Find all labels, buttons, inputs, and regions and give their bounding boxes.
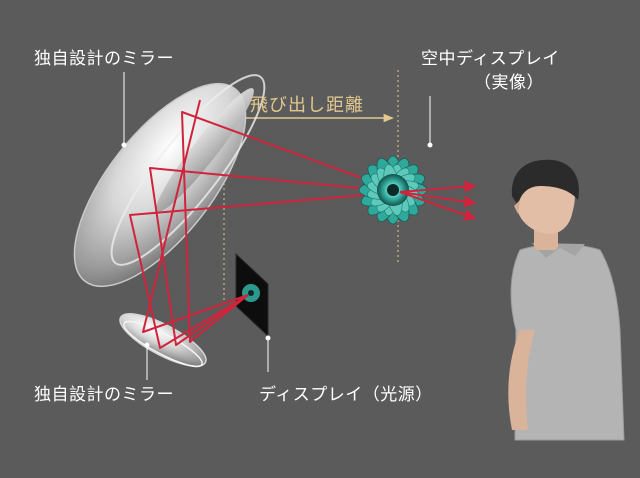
display-panel-shape xyxy=(235,252,269,338)
aerial-display-sublabel: （実像） xyxy=(474,73,544,93)
light-beams xyxy=(129,99,401,349)
lower-mirror-shape xyxy=(119,313,207,368)
leader-lines xyxy=(121,72,433,380)
outgoing-beams xyxy=(399,180,477,221)
upper-mirror-label: 独自設計のミラー xyxy=(34,49,174,69)
distance-label: 飛び出し距離 xyxy=(250,95,364,116)
viewer-person xyxy=(508,159,625,441)
aerial-image-flower xyxy=(358,155,428,225)
aerial-display-label: 空中ディスプレイ xyxy=(421,49,560,69)
display-source-label: ディスプレイ（光源） xyxy=(259,385,433,405)
lower-mirror-label: 独自設計のミラー xyxy=(34,385,174,405)
